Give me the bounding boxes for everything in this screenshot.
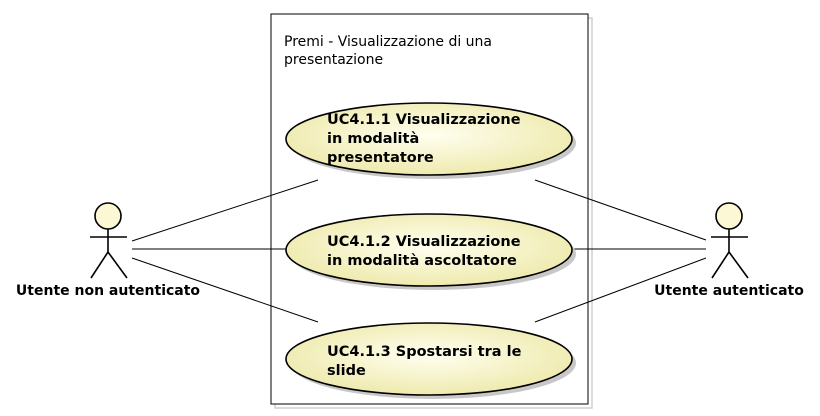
actor-leg-left — [90, 251, 109, 279]
use-case-label-line: UC4.1.3 Spostarsi tra le — [327, 344, 522, 360]
actor-head — [715, 202, 743, 230]
use-case-label: UC4.1.3 Spostarsi tra le slide — [327, 344, 526, 379]
use-case-label-line: in modalità — [327, 131, 419, 147]
use-case-label-line: UC4.1.2 Visualizzazione — [327, 234, 521, 250]
stick-figure-icon — [711, 202, 749, 279]
associations — [131, 179, 707, 323]
actor-label: Utente non autenticato — [16, 283, 201, 299]
actor-leg-right — [107, 251, 128, 279]
association-left-uc1 — [131, 179, 319, 242]
use-case-ellipse — [285, 102, 573, 176]
use-case-label-line: in modalità ascoltatore — [327, 253, 517, 269]
use-case-uc1[interactable]: UC4.1.1 Visualizzazione in modalità pres… — [285, 102, 576, 179]
use-case-label-line: UC4.1.1 Visualizzazione — [327, 112, 521, 128]
stick-figure-icon — [90, 202, 128, 279]
use-case-label-line: slide — [327, 363, 366, 379]
association-right-uc1 — [534, 179, 707, 241]
use-case-uc3[interactable]: UC4.1.3 Spostarsi tra le slide — [285, 322, 576, 399]
association-left-uc3 — [131, 257, 319, 323]
use-case-label: UC4.1.2 Visualizzazione in modalità asco… — [327, 234, 526, 269]
actor-left[interactable]: Utente non autenticato — [16, 202, 201, 299]
actor-label: Utente autenticato — [654, 283, 804, 299]
system-boundary-title: Premi - Visualizzazione di una presentaz… — [284, 34, 496, 68]
use-case-ellipse — [285, 213, 573, 287]
association-right-uc3 — [534, 257, 707, 323]
use-case-uc2[interactable]: UC4.1.2 Visualizzazione in modalità asco… — [285, 213, 576, 290]
actor-leg-left — [711, 251, 730, 279]
system-boundary-title-line: Premi - Visualizzazione di una — [284, 34, 492, 50]
use-case-ellipse — [285, 322, 573, 396]
actor-right[interactable]: Utente autenticato — [654, 202, 804, 299]
use-case-label: UC4.1.1 Visualizzazione in modalità pres… — [327, 112, 526, 166]
actor-leg-right — [728, 251, 749, 279]
actor-head — [94, 202, 122, 230]
use-case-label-line: presentatore — [327, 150, 434, 166]
system-boundary-title-line: presentazione — [284, 52, 383, 68]
